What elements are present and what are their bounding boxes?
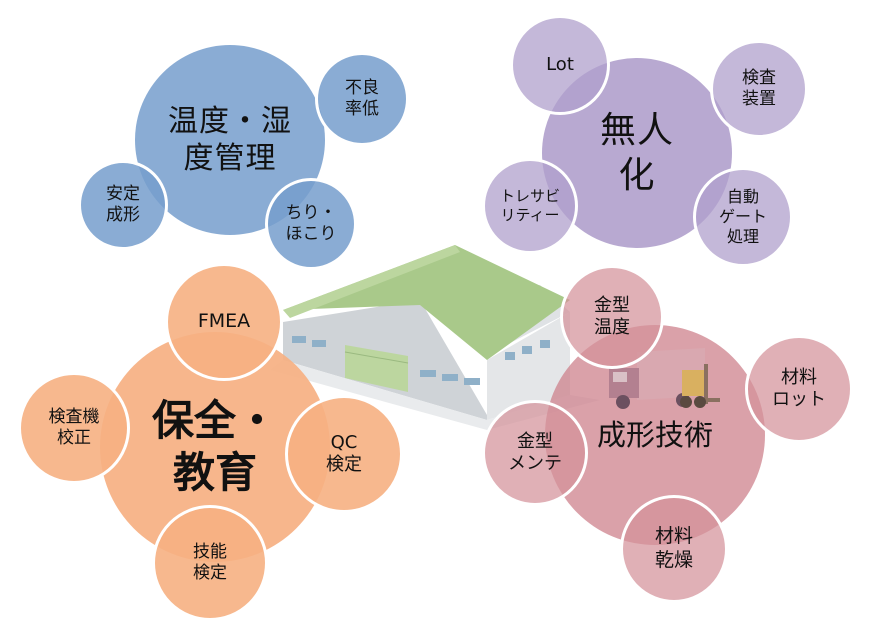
forklift-icon	[680, 364, 720, 408]
defect-rate-bubble: 不良 率低	[315, 52, 409, 146]
inspection-device-bubble: 検査 装置	[710, 40, 808, 138]
stable-molding-bubble: 安定 成形	[78, 160, 168, 250]
traceability-bubble: トレサビ リティー	[482, 158, 578, 254]
skill-exam-bubble: 技能 検定	[152, 505, 268, 621]
inspection-calibration-bubble: 検査機 校正	[18, 372, 130, 484]
lot-bubble: Lot	[510, 15, 610, 115]
fmea-bubble: FMEA	[165, 263, 283, 381]
material-lot-bubble: 材料 ロット	[745, 335, 853, 443]
dust-bubble: ちり・ ほこり	[265, 178, 357, 270]
material-drying-bubble: 材料 乾燥	[620, 495, 728, 603]
mold-temperature-bubble: 金型 温度	[560, 265, 664, 369]
qc-exam-bubble: QC 検定	[285, 395, 403, 513]
auto-gate-bubble: 自動 ゲート 処理	[693, 167, 793, 267]
mold-maintenance-bubble: 金型 メンテ	[482, 400, 588, 506]
